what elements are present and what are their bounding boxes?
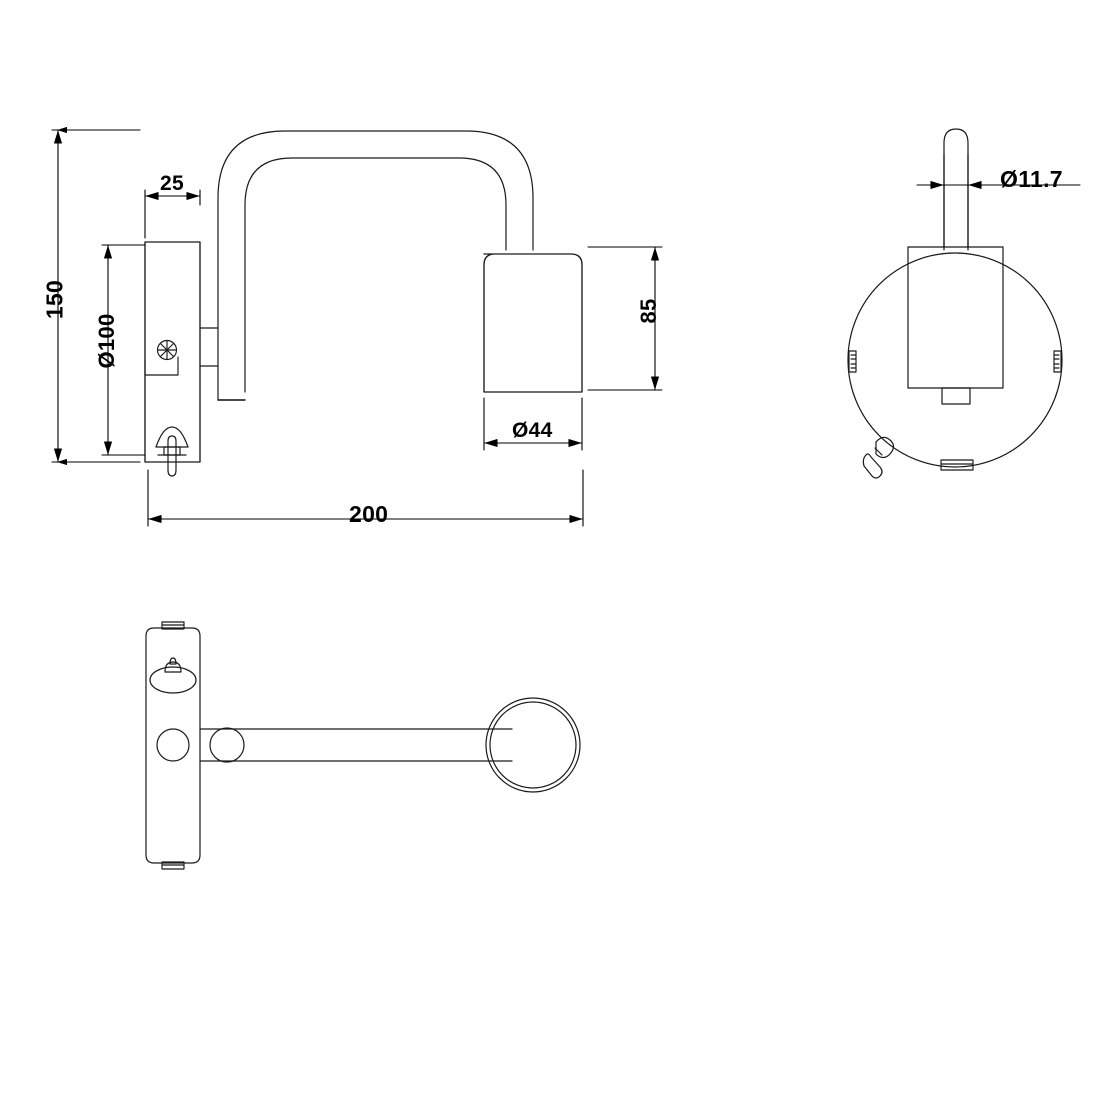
cylindrical-shade-side — [483, 253, 583, 393]
dimension-200 — [147, 469, 584, 527]
arm-plan — [199, 728, 513, 762]
plate-edge-tabs — [848, 350, 1062, 471]
arm-pivot-plan — [209, 727, 245, 763]
dimension-label-85: 85 — [636, 298, 661, 324]
dimension-label-150: 150 — [41, 279, 68, 320]
round-wall-plate — [847, 252, 1063, 468]
dimension-label-25: 25 — [160, 172, 184, 195]
plate-circle-plan — [156, 728, 190, 762]
arm-wall-stub — [199, 327, 219, 367]
toggle-switch-front — [862, 436, 895, 479]
dimension-d117 — [916, 154, 1081, 251]
dimension-d117-arrows — [930, 181, 982, 189]
plate-plan-tabs — [161, 621, 185, 870]
dimension-200-arrows — [149, 515, 582, 523]
wall-plate-side — [144, 241, 201, 463]
toggle-switch-plan — [149, 657, 197, 694]
dimension-d44-arrows — [485, 439, 581, 447]
dimension-d100 — [101, 244, 146, 456]
dimension-label-d117: Ø11.7 — [1000, 166, 1063, 192]
dimension-label-d100: Ø100 — [94, 313, 119, 369]
dimension-d44 — [483, 397, 583, 451]
wall-plate-plan — [145, 627, 201, 864]
dimension-150 — [51, 126, 141, 466]
dimension-d100-arrows — [104, 246, 112, 454]
dimension-label-200: 200 — [349, 501, 389, 527]
dimension-150-arrows — [54, 131, 62, 461]
dimension-label-d44: Ø44 — [512, 419, 553, 442]
dimension-85-arrows — [651, 248, 659, 389]
lamp-body-front — [907, 246, 1004, 405]
shade-circle-plan — [485, 697, 581, 793]
swan-neck-arm — [217, 130, 534, 401]
dimension-25-arrows — [146, 192, 199, 200]
dimension-85 — [587, 246, 663, 391]
cable-gland-screw — [144, 339, 179, 376]
stem-front — [943, 128, 969, 248]
toggle-switch-side — [155, 426, 189, 477]
